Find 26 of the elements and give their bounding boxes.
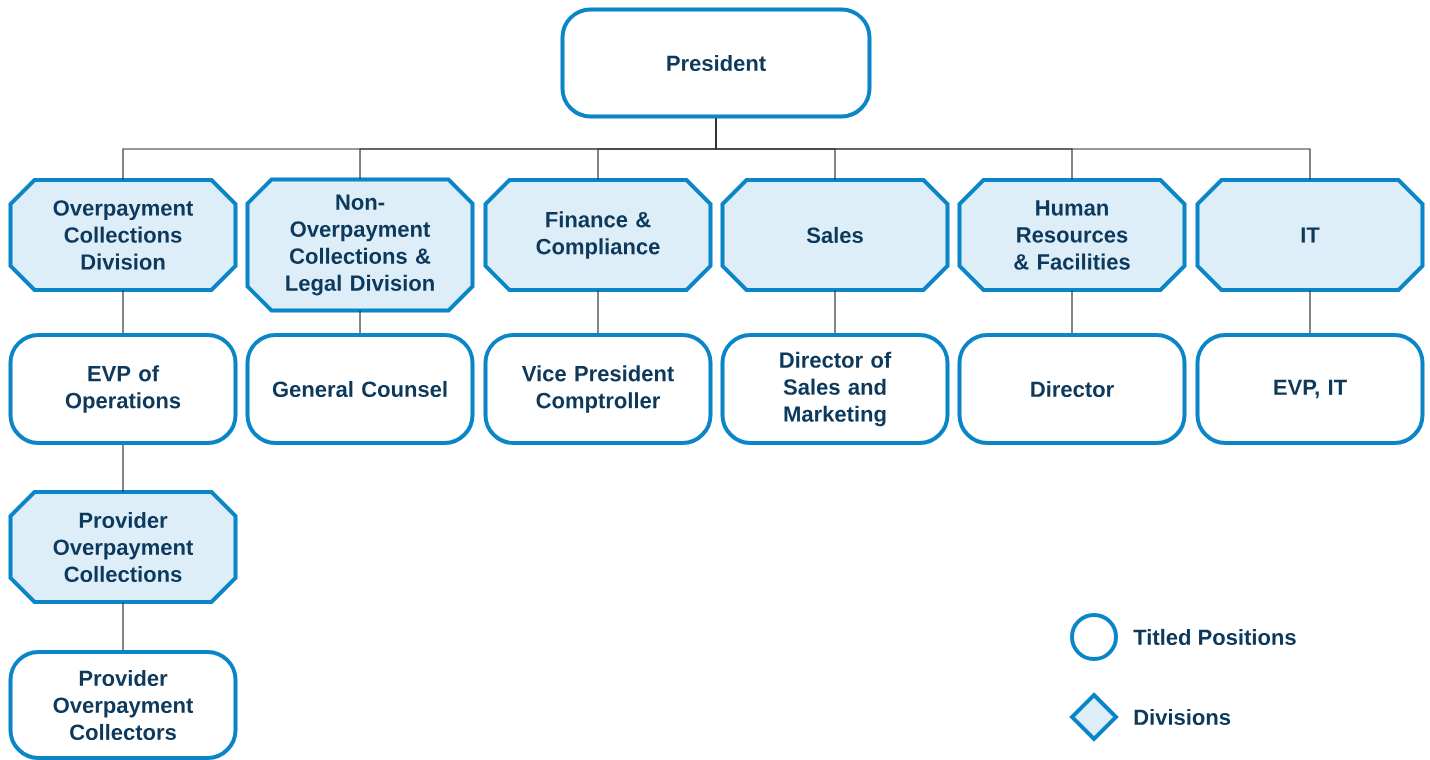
connector-line [359, 310, 361, 334]
position-box: EVP, IT [1195, 333, 1425, 445]
position-box: Vice President Comptroller [483, 333, 713, 445]
connector-line [597, 289, 599, 334]
position-box: General Counsel [245, 333, 475, 445]
division-box: Sales [720, 178, 950, 292]
connector-line [715, 117, 1311, 181]
connector-line [122, 289, 124, 334]
connector-line [834, 289, 836, 334]
connector-line [122, 444, 124, 493]
position-box: President [560, 7, 872, 119]
connector-line [1071, 289, 1073, 334]
position-box: Director of Sales and Marketing [720, 333, 950, 445]
connector-line [1309, 289, 1311, 334]
division-box: IT [1195, 178, 1425, 292]
division-box: Human Resources & Facilities [957, 178, 1187, 292]
legend-label: Titled Positions [1133, 628, 1296, 646]
position-box: Director [957, 333, 1187, 445]
connector-line [122, 601, 124, 651]
division-box: Non-Overpayment Collections & Legal Division [245, 177, 475, 313]
position-box: EVP of Operations [8, 333, 238, 445]
division-box: Overpayment Collections Division [8, 178, 238, 292]
legend-label: Divisions [1134, 708, 1231, 726]
division-box: Provider Overpayment Collections [8, 490, 238, 604]
division-box: Finance & Compliance [483, 178, 713, 292]
position-box: Provider Overpayment Collectors [8, 650, 238, 760]
